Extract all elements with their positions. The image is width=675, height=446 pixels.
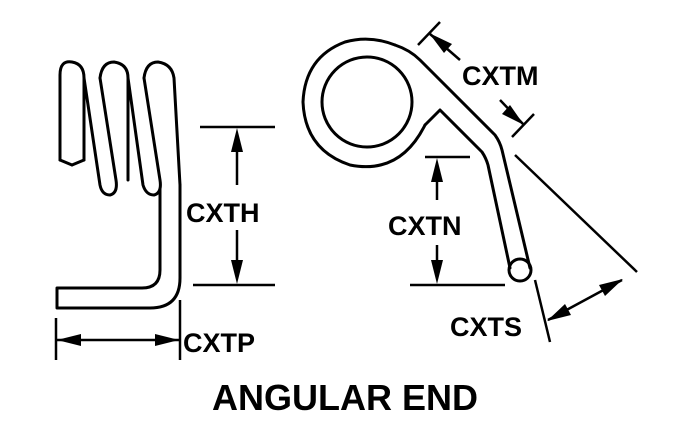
cxts-dimension: CXTS [450,154,638,343]
cxtm-label: CXTM [462,61,539,91]
left-spring [55,60,182,310]
cxtp-dimension: CXTP [54,300,255,360]
cxth-dimension: CXTH [186,125,275,287]
cxtn-dimension: CXTN [388,155,505,287]
cxtp-label: CXTP [183,328,255,358]
cxth-label: CXTH [186,198,260,228]
diagram-title: ANGULAR END [212,377,478,418]
right-spring [301,37,533,283]
cxtn-label: CXTN [388,211,462,241]
cxtm-dimension: CXTM [417,21,539,138]
cxts-label: CXTS [450,312,522,342]
